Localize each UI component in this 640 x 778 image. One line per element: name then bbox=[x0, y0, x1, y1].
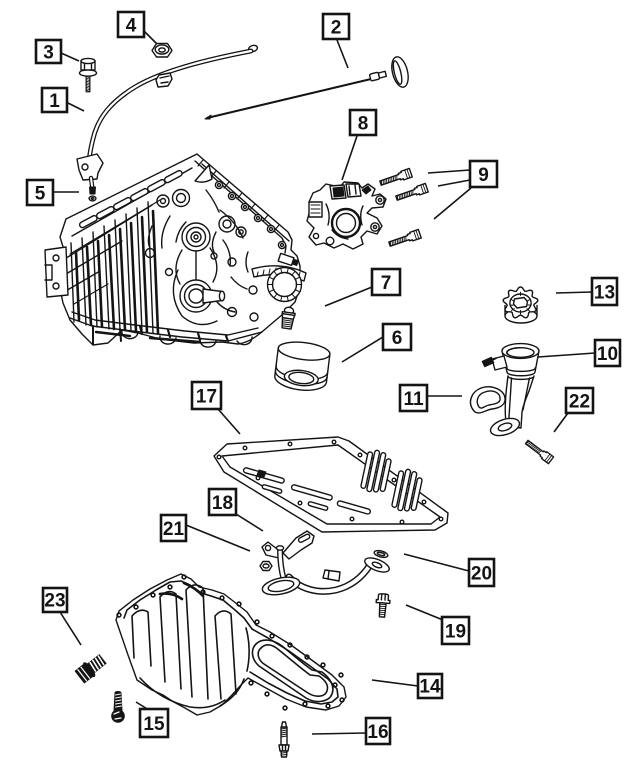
svg-text:2: 2 bbox=[331, 18, 342, 39]
svg-text:23: 23 bbox=[44, 591, 65, 612]
svg-text:21: 21 bbox=[163, 519, 185, 540]
svg-text:13: 13 bbox=[594, 283, 615, 304]
svg-text:8: 8 bbox=[358, 114, 369, 135]
svg-text:9: 9 bbox=[478, 165, 489, 186]
svg-text:20: 20 bbox=[471, 564, 492, 585]
svg-text:7: 7 bbox=[381, 273, 392, 294]
svg-text:4: 4 bbox=[126, 16, 137, 37]
svg-text:14: 14 bbox=[419, 677, 441, 698]
svg-text:22: 22 bbox=[569, 392, 590, 413]
svg-text:1: 1 bbox=[49, 91, 60, 112]
svg-text:15: 15 bbox=[143, 714, 165, 735]
svg-text:17: 17 bbox=[196, 387, 217, 408]
svg-text:18: 18 bbox=[212, 493, 233, 514]
svg-text:3: 3 bbox=[43, 43, 54, 64]
svg-text:11: 11 bbox=[403, 389, 424, 410]
svg-text:19: 19 bbox=[445, 622, 466, 643]
svg-text:10: 10 bbox=[597, 344, 618, 365]
svg-text:5: 5 bbox=[35, 184, 46, 205]
svg-text:16: 16 bbox=[367, 722, 388, 743]
svg-text:6: 6 bbox=[392, 328, 403, 349]
